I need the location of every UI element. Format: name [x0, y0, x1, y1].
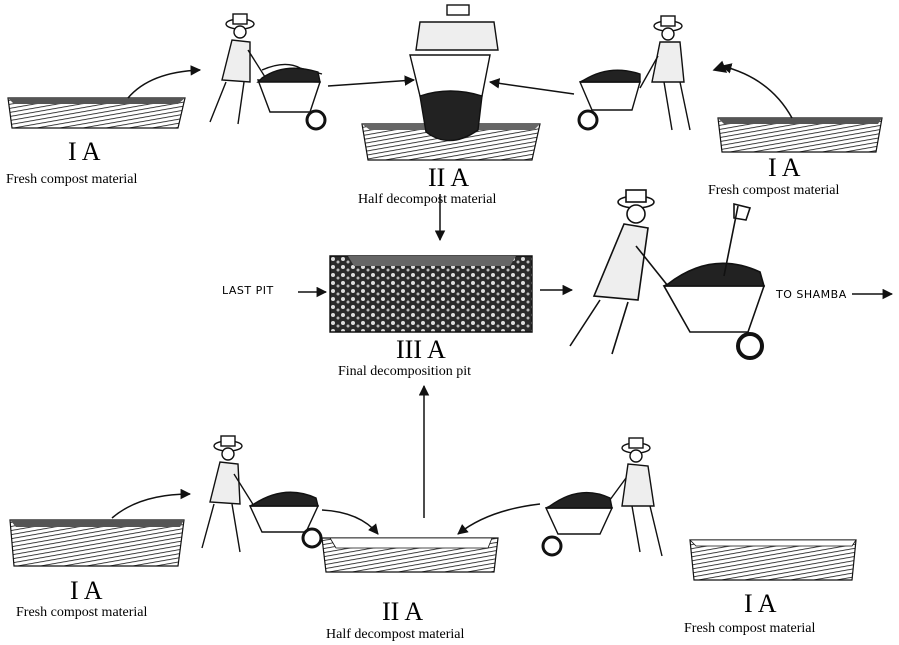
pit-label-bottom-right: I A — [744, 589, 777, 618]
pit-top-right — [717, 117, 883, 153]
pit-label-bottom-left: I A — [70, 576, 103, 605]
to-shamba-label: TO SHAMBA — [775, 288, 847, 301]
pit-label-bottom-center: II A — [382, 597, 423, 626]
pit-caption-bottom-center: Half decompost material — [326, 627, 465, 642]
arrow-worker-to-pit-bottom-right — [457, 503, 541, 535]
pit-bottom-left — [9, 519, 185, 567]
pit-caption-top-left: Fresh compost material — [6, 172, 138, 187]
worker-dumping-top-center — [409, 4, 499, 142]
pit-label-top-left: I A — [68, 137, 101, 166]
arrow-pit-to-worker-bottom-left — [111, 488, 192, 519]
worker-wheelbarrow-top-left — [209, 13, 327, 131]
pit-caption-bottom-left: Fresh compost material — [16, 605, 148, 620]
arrow-pit-to-worker-top-right — [720, 63, 793, 119]
pit-label-top-right: I A — [768, 153, 801, 182]
pit-final — [329, 255, 533, 333]
pit-caption-final: Final decomposition pit — [338, 364, 471, 379]
worker-wheelbarrow-final — [569, 189, 766, 360]
worker-wheelbarrow-bottom-right — [541, 437, 663, 557]
pit-caption-top-right: Fresh compost material — [708, 183, 840, 198]
arrow-worker-to-pit-bottom-left — [321, 509, 379, 535]
pit-caption-top-center: Half decompost material — [358, 192, 497, 207]
worker-wheelbarrow-bottom-left — [201, 435, 323, 553]
pit-bottom-right — [689, 539, 857, 581]
pit-top-left — [7, 97, 186, 129]
pit-label-top-center: II A — [428, 163, 469, 192]
pit-caption-bottom-right: Fresh compost material — [684, 621, 816, 636]
arrow-worker-to-pit-top-right — [488, 78, 575, 95]
last-pit-label: LAST PIT — [222, 284, 274, 297]
worker-wheelbarrow-top-right — [577, 15, 728, 131]
pit-label-final: III A — [396, 335, 446, 364]
pit-bottom-center — [321, 537, 499, 573]
arrow-pit-to-worker-top-left — [127, 65, 202, 99]
arrow-worker-to-pit-top-left — [327, 75, 416, 87]
